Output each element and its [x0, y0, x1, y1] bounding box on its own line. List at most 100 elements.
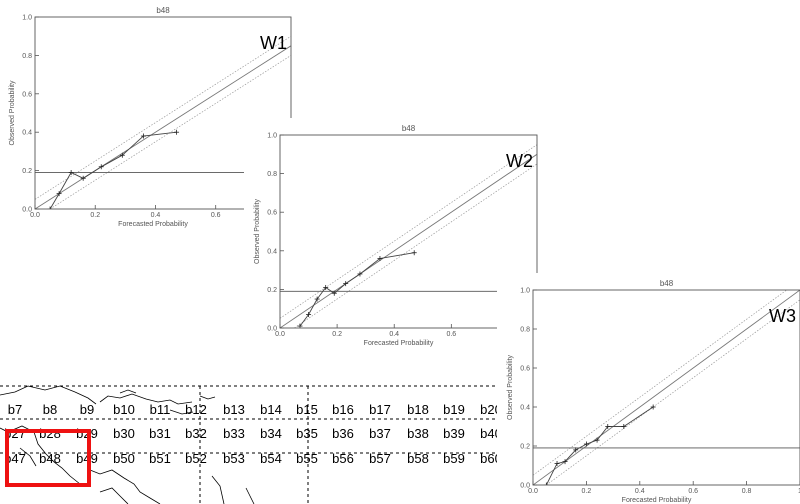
y-axis-label: Observed Probability — [507, 355, 514, 420]
data-point-marker — [562, 459, 568, 465]
chart-title: b48 — [402, 124, 416, 133]
x-tick-label: 0.4 — [635, 488, 645, 495]
grid-box-label: b14 — [260, 402, 282, 417]
grid-box-label: b55 — [296, 451, 318, 466]
x-tick-label: 0.6 — [688, 488, 698, 495]
grid-box-label: b47 — [4, 451, 26, 466]
grid-box-label: b39 — [443, 426, 465, 441]
data-point-marker — [594, 437, 600, 443]
reliability-curve — [49, 131, 177, 209]
plot-area — [533, 290, 800, 485]
grid-box-label: b51 — [149, 451, 171, 466]
skill-bound-line — [546, 299, 800, 485]
x-tick-label: 0.0 — [30, 212, 40, 219]
axes-frame — [532, 289, 800, 486]
data-point-marker — [323, 284, 329, 290]
grid-box-label: b37 — [369, 426, 391, 441]
data-point-marker — [543, 482, 549, 485]
chart-background — [244, 118, 541, 349]
grid-box-label: b56 — [332, 451, 354, 466]
y-tick-label: 1.0 — [267, 133, 277, 140]
skill-bound-line — [294, 163, 537, 328]
data-point-marker — [314, 296, 320, 302]
y-tick-label: 0.2 — [267, 287, 277, 294]
y-tick-label: 0.4 — [267, 248, 277, 255]
panel-annotation: W2 — [506, 151, 533, 171]
data-point-marker — [140, 133, 146, 139]
data-point-marker — [573, 447, 579, 453]
grid-box-label: b52 — [185, 451, 207, 466]
x-tick-label: 0.0 — [275, 331, 285, 338]
reliability-chart-w3: 0.00.20.40.60.81.00.00.20.40.60.81b48For… — [497, 273, 800, 504]
x-tick-label: 0.4 — [389, 331, 399, 338]
panel-annotation: W3 — [769, 306, 796, 326]
grid-box-label: b31 — [149, 426, 171, 441]
reliability-chart-w2: 0.00.20.40.60.81.00.00.20.40.60.8b48Fore… — [244, 118, 541, 349]
data-point-marker — [377, 256, 383, 262]
y-axis-label: Observed Probability — [9, 80, 16, 145]
x-tick-label: 0.6 — [446, 331, 456, 338]
y-tick-label: 0.6 — [267, 210, 277, 217]
grid-box-label: b8 — [43, 402, 57, 417]
y-tick-label: 0.4 — [22, 130, 32, 137]
grid-box-label: b54 — [260, 451, 282, 466]
grid-box-label: b11 — [150, 402, 171, 417]
chart-title: b48 — [660, 279, 674, 288]
data-point-marker — [357, 271, 363, 277]
data-point-marker — [306, 311, 312, 317]
y-tick-label: 0.8 — [520, 327, 530, 334]
grid-box-label: b38 — [407, 426, 429, 441]
grid-box-label: b16 — [332, 402, 354, 417]
y-tick-label: 0.6 — [520, 366, 530, 373]
x-tick-label: 0.0 — [528, 488, 538, 495]
axes-frame — [279, 134, 538, 329]
data-point-marker — [47, 206, 53, 209]
grid-box-label: b36 — [332, 426, 354, 441]
y-axis-label: Observed Probability — [254, 199, 261, 264]
data-point-marker — [554, 461, 560, 467]
grid-box-label: b60 — [480, 451, 502, 466]
y-tick-label: 0.6 — [22, 91, 32, 98]
data-point-marker — [56, 191, 62, 197]
grid-box-label: b28 — [39, 426, 61, 441]
data-point-marker — [583, 441, 589, 447]
y-tick-label: 0.0 — [22, 207, 32, 214]
x-axis-label: Forecasted Probability — [364, 340, 434, 347]
grid-box-label: b53 — [223, 451, 245, 466]
grid-box-label: b40 — [480, 426, 502, 441]
grid-box-label: b57 — [369, 451, 391, 466]
grid-box-label: b50 — [113, 451, 135, 466]
y-tick-label: 1.0 — [22, 15, 32, 22]
data-point-marker — [174, 129, 180, 135]
y-tick-label: 0.8 — [267, 171, 277, 178]
grid-box-label: b19 — [443, 402, 465, 417]
data-point-marker — [119, 152, 125, 158]
data-point-marker — [621, 424, 627, 429]
grid-box-label: b34 — [260, 426, 282, 441]
grid-box-label: b32 — [185, 426, 207, 441]
chart-title: b48 — [156, 6, 170, 15]
data-point-marker — [605, 424, 611, 429]
y-tick-label: 0.2 — [22, 168, 32, 175]
perfect-reliability-line — [533, 290, 800, 485]
skill-bound-line — [533, 290, 787, 476]
x-tick-label: 1 — [798, 488, 800, 495]
grid-box-label: b7 — [8, 402, 22, 417]
grid-box-label: b33 — [223, 426, 245, 441]
grid-box-label: b30 — [113, 426, 135, 441]
x-axis-label: Forecasted Probability — [118, 221, 188, 228]
x-tick-label: 0.2 — [90, 212, 100, 219]
y-tick-label: 0.4 — [520, 405, 530, 412]
grid-box-label: b17 — [369, 402, 391, 417]
y-tick-label: 0.0 — [520, 483, 530, 490]
grid-box-label: b59 — [443, 451, 465, 466]
grid-box-label: b58 — [407, 451, 429, 466]
axes-frame — [34, 16, 292, 210]
grid-box-label: b15 — [296, 402, 318, 417]
x-tick-label: 0.2 — [582, 488, 592, 495]
x-axis-label: Forecasted Probability — [622, 497, 692, 504]
grid-box-label: b35 — [296, 426, 318, 441]
perfect-reliability-line — [35, 45, 291, 209]
